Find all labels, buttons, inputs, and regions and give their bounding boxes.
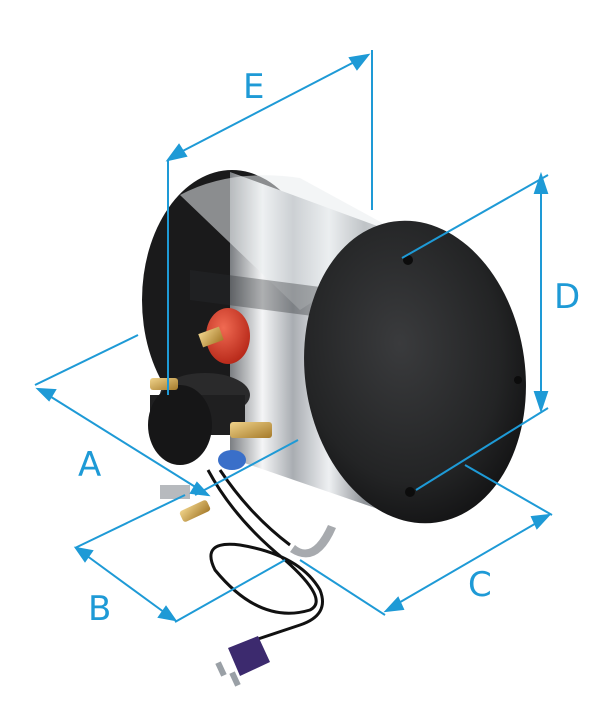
thermostat-knob bbox=[148, 373, 250, 465]
water-heater-tank bbox=[142, 170, 526, 524]
brass-fittings bbox=[150, 378, 272, 522]
dimension-label-c: C bbox=[468, 565, 492, 605]
dimension-lines bbox=[34, 50, 553, 623]
dimension-label-a: A bbox=[78, 445, 102, 485]
front-cap bbox=[304, 220, 526, 524]
mounting-bracket bbox=[290, 525, 336, 558]
dimension-label-e: E bbox=[243, 67, 265, 107]
dimension-label-b: B bbox=[88, 589, 112, 629]
pressure-valve bbox=[198, 308, 250, 364]
power-plug-icon bbox=[215, 636, 270, 687]
dimension-label-d: D bbox=[554, 277, 581, 317]
power-cord bbox=[206, 469, 324, 642]
